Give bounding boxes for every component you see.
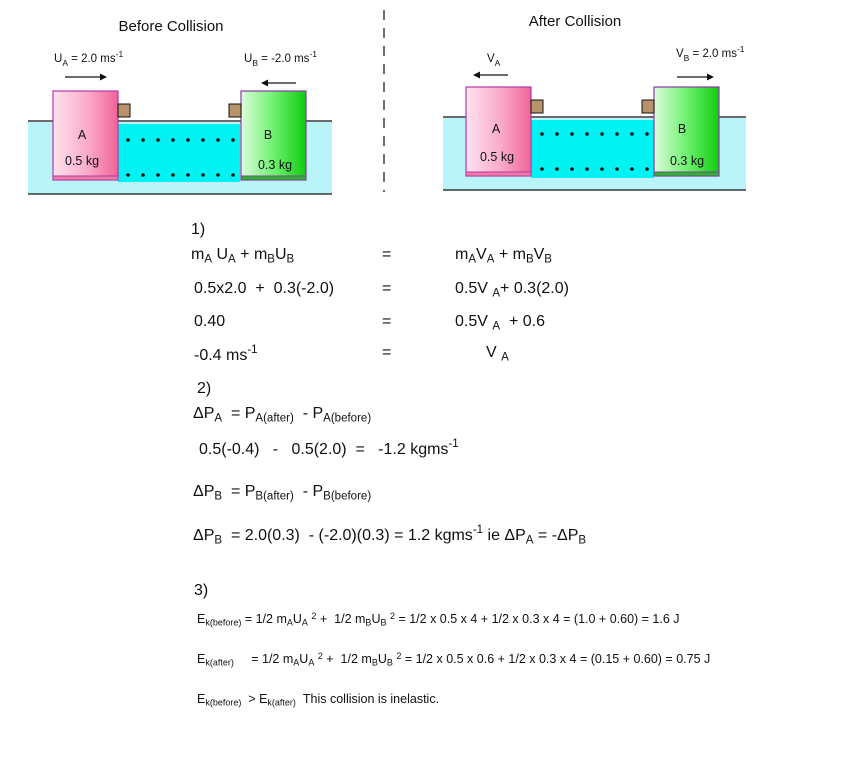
- part1-row4-rhs: V A: [486, 344, 509, 364]
- after-collision-title: After Collision: [529, 13, 622, 30]
- part3-conclusion: Ek(before) > Ek(after) This collision is…: [197, 692, 440, 708]
- before-velocity-a-label: UA = 2.0 ms-1: [54, 49, 123, 68]
- after-buffer-b: [641, 99, 655, 114]
- before-buffer-b: [228, 103, 242, 118]
- after-arrow-a-left: [473, 71, 508, 79]
- after-trolley-b-letter: B: [678, 122, 686, 136]
- before-trolley-a-letter: A: [78, 128, 87, 142]
- after-track: [531, 120, 654, 178]
- before-velocity-b-label: UB = -2.0 ms-1: [244, 49, 317, 68]
- before-arrow-a-right: [65, 73, 107, 81]
- before-track-dots: [126, 138, 235, 177]
- part1-row1-lhs: mA UA + mBUB: [191, 246, 295, 266]
- part2-delta-pa-definition: ΔPA = PA(after) - PA(before): [193, 405, 372, 425]
- part2-delta-pa-calculation: 0.5(-0.4) - 0.5(2.0) = -1.2 kgms-1: [199, 438, 459, 458]
- after-buffer-a: [530, 99, 544, 114]
- part1-row3-lhs: 0.40: [194, 313, 226, 330]
- after-trolley-b: B 0.3 kg: [653, 86, 720, 177]
- collision-diagram: Before Collision A 0.5 kg B 0.3 kg UA = …: [28, 10, 746, 195]
- part1-row2-lhs: 0.5x2.0 + 0.3(-2.0): [194, 280, 335, 297]
- before-buffer-a: [117, 103, 131, 118]
- part3-ek-after-line: Ek(after) = 1/2 mAUA 2 + 1/2 mBUB 2 = 1/…: [197, 651, 711, 668]
- after-track-dots: [540, 132, 649, 171]
- before-arrow-b-left: [261, 79, 296, 87]
- part1-row2-rhs: 0.5V A+ 0.3(2.0): [455, 280, 569, 300]
- part1-row3-rhs: 0.5V A + 0.6: [455, 313, 545, 333]
- part3-number: 3): [194, 582, 209, 599]
- part1-row1-rhs: mAVA + mBVB: [455, 246, 552, 266]
- part2-number: 2): [197, 380, 212, 397]
- part1-number: 1): [191, 221, 206, 238]
- before-collision-title: Before Collision: [118, 18, 223, 35]
- before-track: [118, 124, 240, 182]
- after-arrow-b-right: [677, 73, 714, 81]
- after-trolley-a: A 0.5 kg: [465, 86, 532, 177]
- part2-delta-pb-calculation: ΔPB = 2.0(0.3) - (-2.0)(0.3) = 1.2 kgms-…: [193, 524, 587, 547]
- after-velocity-b-label: VB = 2.0 ms-1: [676, 44, 745, 63]
- after-trolley-a-letter: A: [492, 122, 501, 136]
- part1-row1-equals: =: [382, 246, 392, 263]
- part3-ek-before-line: Ek(before) = 1/2 mAUA 2 + 1/2 mBUB 2 = 1…: [197, 611, 680, 628]
- before-trolley-b: B 0.3 kg: [240, 90, 307, 181]
- before-trolley-a-mass: 0.5 kg: [65, 154, 99, 168]
- after-trolley-a-mass: 0.5 kg: [480, 150, 514, 164]
- part1-row4-lhs: -0.4 ms-1: [194, 344, 258, 364]
- part1-row4-equals: =: [382, 344, 392, 361]
- part2-delta-pb-definition: ΔPB = PB(after) - PB(before): [193, 483, 372, 503]
- part1-row2-equals: =: [382, 280, 392, 297]
- before-trolley-b-mass: 0.3 kg: [258, 158, 292, 172]
- before-trolley-a: A 0.5 kg: [52, 90, 119, 181]
- after-trolley-b-mass: 0.3 kg: [670, 154, 704, 168]
- after-velocity-a-label: VA: [487, 53, 501, 68]
- part1-row3-equals: =: [382, 313, 392, 330]
- before-trolley-b-letter: B: [264, 128, 272, 142]
